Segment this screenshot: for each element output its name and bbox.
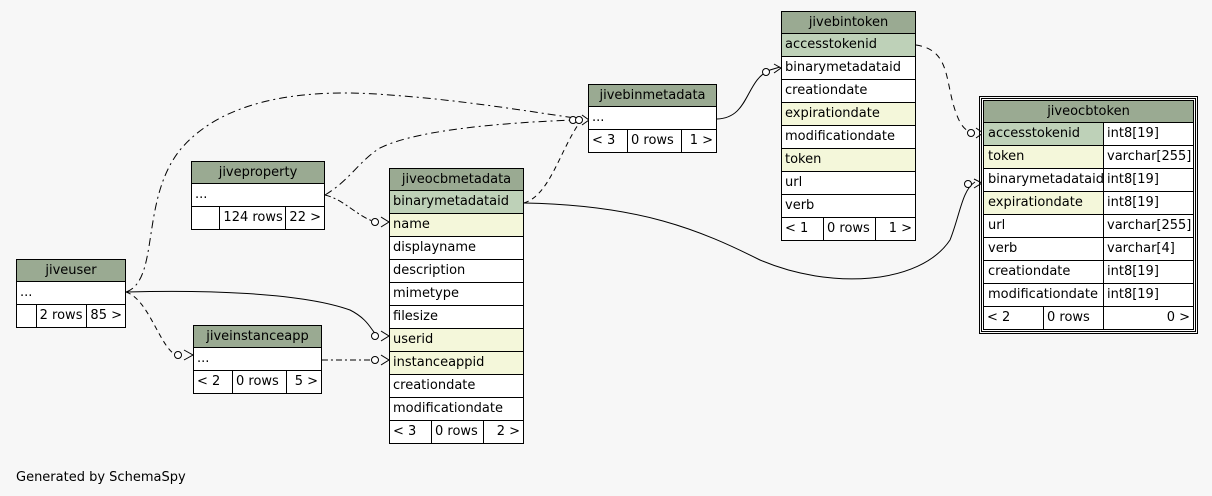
link-binmetadata-bintoken [716,66,781,120]
parents-count[interactable] [192,207,221,229]
column-row: url [782,172,915,195]
children-count[interactable]: 0 > [1166,310,1190,325]
column-type: varchar[255] [1104,146,1193,168]
column-row: instanceappid [390,352,523,375]
column-type: int8[19] [1104,192,1193,214]
column-row: ... [17,282,125,305]
column-row: creationdate [782,80,915,103]
column-row: name [390,214,523,237]
table-title: jivebinmetadata [589,85,716,107]
table-jiveocbtoken[interactable]: jiveocbtoken accesstokenid int8[19] toke… [979,96,1198,334]
table-footer: 2 rows 85 > [17,305,125,327]
column-row: binarymetadataid [782,57,915,80]
table-footer: < 1 0 rows 1 > [782,218,915,240]
table-title: jiveinstanceapp [194,326,321,348]
column-row: expirationdate [782,103,915,126]
column-name: accesstokenid [984,123,1104,145]
row-count: 0 rows [1044,307,1104,329]
column-row: displayname [390,237,523,260]
table-jivebintoken[interactable]: jivebintoken accesstokenid binarymetadat… [781,11,916,241]
column-type: int8[19] [1104,169,1193,191]
link-jiveproperty-ocbmetadata [324,194,376,223]
table-jiveuser[interactable]: jiveuser ... 2 rows 85 > [16,259,126,328]
table-title: jiveocbtoken [984,101,1193,123]
column-row: ... [192,184,324,207]
parents-count[interactable]: < 3 [390,421,432,443]
column-type: varchar[255] [1104,215,1193,237]
table-jivebinmetadata[interactable]: jivebinmetadata ... < 3 0 rows 1 > [588,84,717,153]
column-row: verb varchar[4] [984,238,1193,261]
table-title: jiveuser [17,260,125,282]
row-count: 0 rows [628,130,682,152]
column-row: modificationdate int8[19] [984,284,1193,307]
column-row: modificationdate [390,398,523,421]
column-row: creationdate int8[19] [984,261,1193,284]
generated-by-caption: Generated by SchemaSpy [16,470,186,485]
column-row: url varchar[255] [984,215,1193,238]
table-title: jiveocbmetadata [390,169,523,191]
table-footer: < 3 0 rows 1 > [589,130,716,152]
column-row: accesstokenid [782,34,915,57]
table-footer: < 2 0 rows 5 > [194,371,321,393]
column-row: ... [194,348,321,371]
table-jiveinstanceapp[interactable]: jiveinstanceapp ... < 2 0 rows 5 > [193,325,322,394]
parents-count[interactable]: < 2 [194,371,233,393]
table-footer: < 2 0 rows 0 > [984,307,1193,329]
table-jiveocbmetadata[interactable]: jiveocbmetadata binarymetadataid name di… [389,168,524,444]
parents-count[interactable]: < 2 [984,307,1044,329]
column-row: binarymetadataid [390,191,523,214]
children-count[interactable]: 2 > [496,424,520,439]
column-row: description [390,260,523,283]
row-count: 0 rows [233,371,287,393]
row-count: 2 rows [37,305,88,327]
column-row: expirationdate int8[19] [984,192,1193,215]
row-count: 0 rows [824,218,876,240]
column-row: binarymetadataid int8[19] [984,169,1193,192]
column-row: userid [390,329,523,352]
column-type: int8[19] [1104,284,1193,306]
link-ocbmetadata-binmetadata [523,121,581,204]
children-count[interactable]: 5 > [294,374,318,389]
link-jiveuser-instanceapp [125,291,179,357]
children-count[interactable]: 1 > [888,221,912,236]
column-name: modificationdate [984,284,1104,306]
column-name: verb [984,238,1104,260]
row-count: 124 rows [220,207,287,229]
column-row: ... [589,107,716,130]
column-row: token varchar[255] [984,146,1193,169]
parents-count[interactable]: < 3 [589,130,628,152]
link-jiveuser-ocbmetadata [125,290,379,337]
column-name: url [984,215,1104,237]
link-jiveuser-jivebinmetadata [125,92,576,293]
column-row: modificationdate [782,126,915,149]
children-count[interactable]: 22 > [289,210,321,225]
column-row: creationdate [390,375,523,398]
parents-count[interactable] [17,305,37,327]
column-name: binarymetadataid [984,169,1104,191]
column-type: varchar[4] [1104,238,1193,260]
parents-count[interactable]: < 1 [782,218,824,240]
link-jiveproperty-jivebinmetadata [324,119,576,196]
table-footer: 124 rows 22 > [192,207,324,229]
row-count: 0 rows [432,421,484,443]
column-type: int8[19] [1104,123,1193,145]
column-name: creationdate [984,261,1104,283]
link-ocbmetadata-ocbtoken [523,181,976,280]
children-count[interactable]: 85 > [90,308,122,323]
column-name: expirationdate [984,192,1104,214]
column-row: mimetype [390,283,523,306]
column-row: filesize [390,306,523,329]
table-title: jivebintoken [782,12,915,34]
table-title: jiveproperty [192,162,324,184]
children-count[interactable]: 1 > [689,133,713,148]
link-bintoken-ocbtoken [915,44,976,134]
column-row: verb [782,195,915,218]
table-footer: < 3 0 rows 2 > [390,421,523,443]
column-name: token [984,146,1104,168]
column-row: accesstokenid int8[19] [984,123,1193,146]
column-row: token [782,149,915,172]
table-jiveproperty[interactable]: jiveproperty ... 124 rows 22 > [191,161,325,230]
column-type: int8[19] [1104,261,1193,283]
